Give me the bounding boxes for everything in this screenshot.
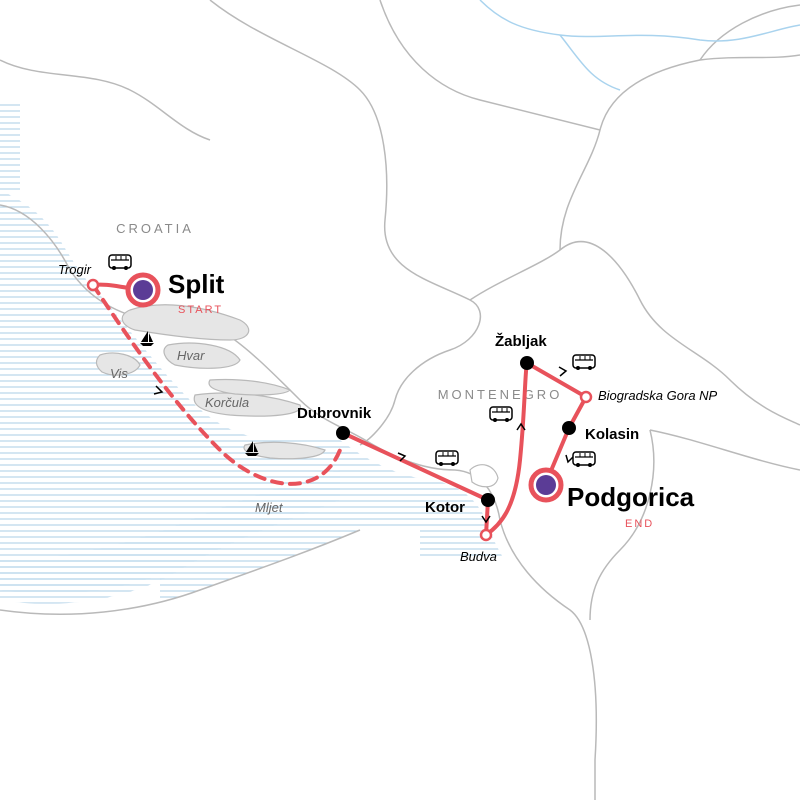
bay-of-kotor bbox=[469, 464, 499, 488]
end-marker-podgorica[interactable] bbox=[528, 467, 564, 503]
island-label-hvar: Hvar bbox=[177, 348, 205, 363]
end-tag: END bbox=[625, 518, 654, 530]
coastline bbox=[0, 529, 361, 615]
stop-marker-zabljak[interactable] bbox=[520, 356, 534, 370]
direction-arrows bbox=[153, 366, 574, 524]
start-city-label: Split bbox=[168, 269, 225, 299]
stop-label-budva: Budva bbox=[460, 549, 497, 564]
route-ferry-trogir-mljet-dubrovnik bbox=[91, 283, 342, 486]
sea-area bbox=[0, 470, 340, 604]
stop-marker-biogradska[interactable] bbox=[579, 390, 593, 404]
country-label-montenegro: MONTENEGRO bbox=[438, 387, 563, 402]
stop-marker-trogir[interactable] bbox=[86, 278, 100, 292]
island-label-korcula: Korčula bbox=[205, 395, 249, 410]
start-tag: START bbox=[178, 304, 223, 316]
bus-icon bbox=[572, 354, 596, 371]
island-label-vis: Vis bbox=[110, 366, 128, 381]
stop-label-kotor: Kotor bbox=[425, 499, 465, 516]
route-dubrovnik-kotor bbox=[341, 431, 490, 502]
stop-marker-dubrovnik[interactable] bbox=[336, 426, 350, 440]
bus-icon bbox=[572, 451, 596, 468]
bus-icon bbox=[108, 254, 132, 271]
country-label-croatia: CROATIA bbox=[116, 221, 194, 236]
bus-icon bbox=[489, 406, 513, 423]
island-label-mljet: Mljet bbox=[255, 500, 284, 515]
start-marker-split[interactable] bbox=[125, 272, 161, 308]
stop-marker-kolasin[interactable] bbox=[562, 421, 576, 435]
stop-label-trogir: Trogir bbox=[58, 262, 92, 277]
stop-label-zabljak: Žabljak bbox=[495, 332, 547, 350]
end-city-label: Podgorica bbox=[567, 482, 695, 512]
route-budva-zabljak bbox=[484, 361, 529, 537]
stop-label-biogradska: Biogradska Gora NP bbox=[598, 388, 718, 403]
route bbox=[91, 282, 588, 537]
rivers bbox=[479, 0, 800, 91]
stop-marker-budva[interactable] bbox=[479, 528, 493, 542]
stop-label-kolasin: Kolasin bbox=[585, 426, 639, 443]
stop-marker-kotor[interactable] bbox=[481, 493, 495, 507]
islands bbox=[95, 304, 326, 460]
stop-label-dubrovnik: Dubrovnik bbox=[297, 405, 372, 422]
route-zabljak-biogradska bbox=[525, 361, 588, 399]
bus-icon bbox=[435, 450, 459, 467]
